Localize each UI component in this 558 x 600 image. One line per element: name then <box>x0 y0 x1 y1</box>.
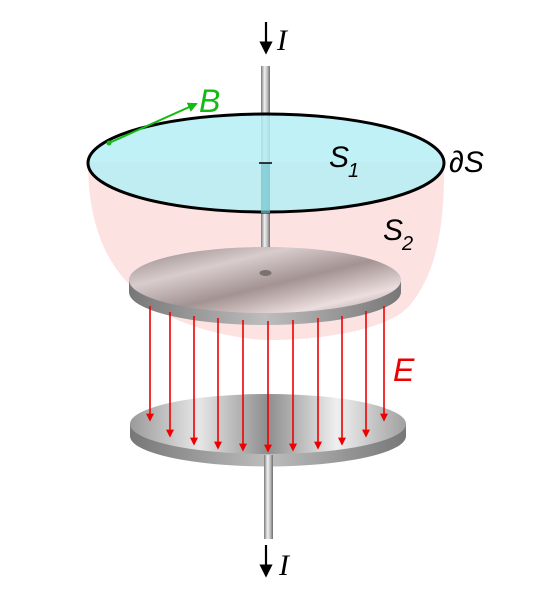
surface-s2-label: S <box>383 214 403 247</box>
electric-field-arrows <box>146 306 388 453</box>
surface-s2-subscript: 2 <box>401 233 413 255</box>
upper-wire-inside-s1 <box>261 163 270 213</box>
surface-s1-label: S <box>329 141 349 174</box>
surface-s1-subscript: 1 <box>348 160 359 182</box>
current-label-top: I <box>276 24 289 57</box>
upper-wire-socket <box>259 270 272 276</box>
magnetic-field-arrow <box>108 102 198 144</box>
boundary-label: ∂S <box>449 146 484 179</box>
current-label-bottom: I <box>278 549 291 582</box>
lower-wire <box>264 455 273 539</box>
electric-field-label: E <box>393 352 415 388</box>
upper-plate <box>129 247 401 313</box>
magnetic-field-label: B <box>199 83 220 119</box>
